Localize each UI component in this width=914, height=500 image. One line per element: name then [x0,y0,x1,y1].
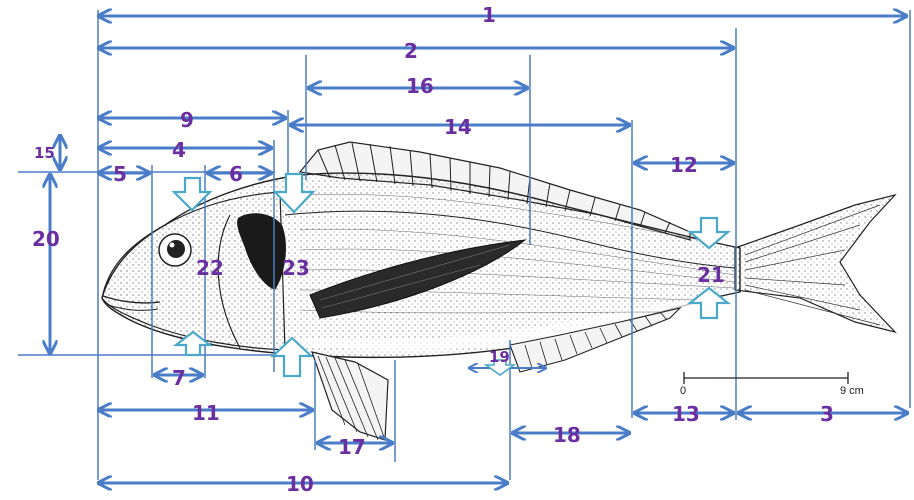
label-20: 20 [32,229,60,249]
label-17: 17 [338,437,366,457]
label-3: 3 [820,404,834,424]
label-6: 6 [229,164,243,184]
label-13: 13 [672,404,700,424]
label-16: 16 [406,76,434,96]
label-21: 21 [697,265,725,285]
label-4: 4 [172,140,186,160]
label-9: 9 [180,110,194,130]
label-18: 18 [553,425,581,445]
caudal-fin [735,195,895,332]
label-1: 1 [482,5,496,25]
label-5: 5 [113,164,127,184]
label-10: 10 [286,474,314,494]
label-19: 19 [489,350,510,365]
label-7: 7 [172,368,186,388]
label-11: 11 [192,403,220,423]
label-15: 15 [34,146,55,161]
scale-start-label: 0 [680,385,686,397]
scale-end-label: 9 cm [840,385,864,397]
label-2: 2 [404,41,418,61]
pelvic-fin [312,352,388,440]
label-23: 23 [282,258,310,278]
label-22: 22 [196,258,224,278]
scale-bar [684,372,848,384]
label-12: 12 [670,155,698,175]
fish-illustration [102,142,895,440]
label-14: 14 [444,117,472,137]
